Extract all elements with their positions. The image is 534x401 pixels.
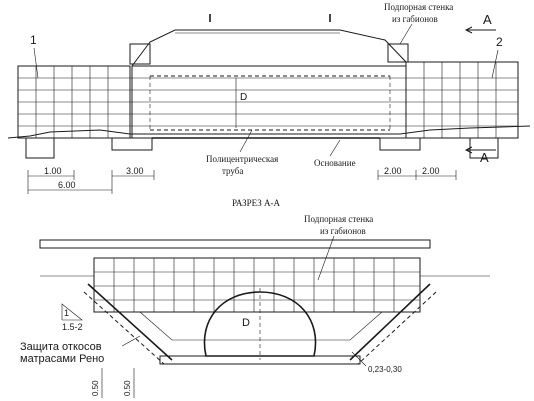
trench-fill (139, 311, 383, 341)
gabion-wall-grid (94, 258, 420, 312)
label-pipe-line1: Полицентрическая (206, 154, 278, 164)
dim-1-00: 1.00 (44, 166, 62, 176)
dim-2-00-left: 2.00 (384, 166, 402, 176)
section-title: РАЗРЕЗ А-А (232, 198, 281, 208)
label-base: Основание (314, 158, 356, 168)
foundation-blocks (25, 137, 499, 159)
dim-2-00-right: 2.00 (422, 166, 440, 176)
callout-2-leader (491, 49, 499, 79)
section-label-gabion-wall-line1: Подпорная стенка (304, 214, 373, 224)
section-pipe-diameter-label: D (242, 317, 250, 329)
embankment-outline (131, 29, 407, 67)
leader-pipe (239, 129, 253, 153)
label-pipe-line2: труба (222, 166, 243, 176)
label-gabion-wall-line2: из габионов (392, 14, 438, 24)
elevation-view: D Подпорная стенка из габионов A A 1 2 П… (7, 2, 531, 194)
reno-mattress-left (83, 291, 165, 365)
callout-2: 2 (496, 35, 503, 49)
leader-gabion-wall (399, 23, 413, 45)
dim-0-50-b: 0.50 (123, 380, 132, 396)
gabion-wall-right-top (387, 43, 409, 63)
leader-reno (121, 335, 141, 347)
label-reno-line2: матрасами Рено (20, 353, 104, 365)
label-reno-line1: Защита откосов (20, 341, 102, 353)
slope-right (349, 283, 431, 361)
section-arrowhead-top (464, 26, 473, 34)
course-lines (18, 77, 518, 127)
gabion-wall-left-top (129, 43, 151, 65)
slope-left (87, 283, 173, 361)
section-mark-bottom: A (480, 150, 489, 165)
slope-indicator (61, 303, 83, 321)
polycentric-pipe (203, 291, 317, 357)
slope-ratio: 1.5-2 (62, 322, 83, 332)
reno-mattress-right (357, 291, 437, 365)
callout-1: 1 (30, 33, 37, 47)
dim-6-00: 6.00 (58, 180, 76, 190)
callout-1-leader (33, 47, 39, 79)
terrain-line (7, 125, 531, 139)
section-mark-top: A (483, 12, 492, 27)
slope-top: 1 (64, 308, 69, 318)
dim-thickness: 0,23-0,30 (368, 365, 402, 374)
section-arrowhead-bottom (464, 146, 473, 154)
road-slab (39, 239, 431, 249)
dimension-lines-elevation (27, 170, 457, 194)
dim-3-00: 3.00 (126, 166, 144, 176)
label-gabion-wall-line1: Подпорная стенка (384, 2, 453, 12)
side-gabion-grid (35, 62, 497, 138)
section-label-gabion-wall-line2: из габионов (320, 226, 366, 236)
section-view: РАЗРЕЗ А-А Подпорная стенка из габионов (20, 198, 490, 398)
leader-base (329, 139, 341, 157)
leader-thickness (351, 351, 367, 367)
dim-0-50-a: 0.50 (91, 380, 100, 396)
pipe-diameter-label: D (240, 92, 247, 103)
gabion-wall-section (93, 257, 421, 313)
